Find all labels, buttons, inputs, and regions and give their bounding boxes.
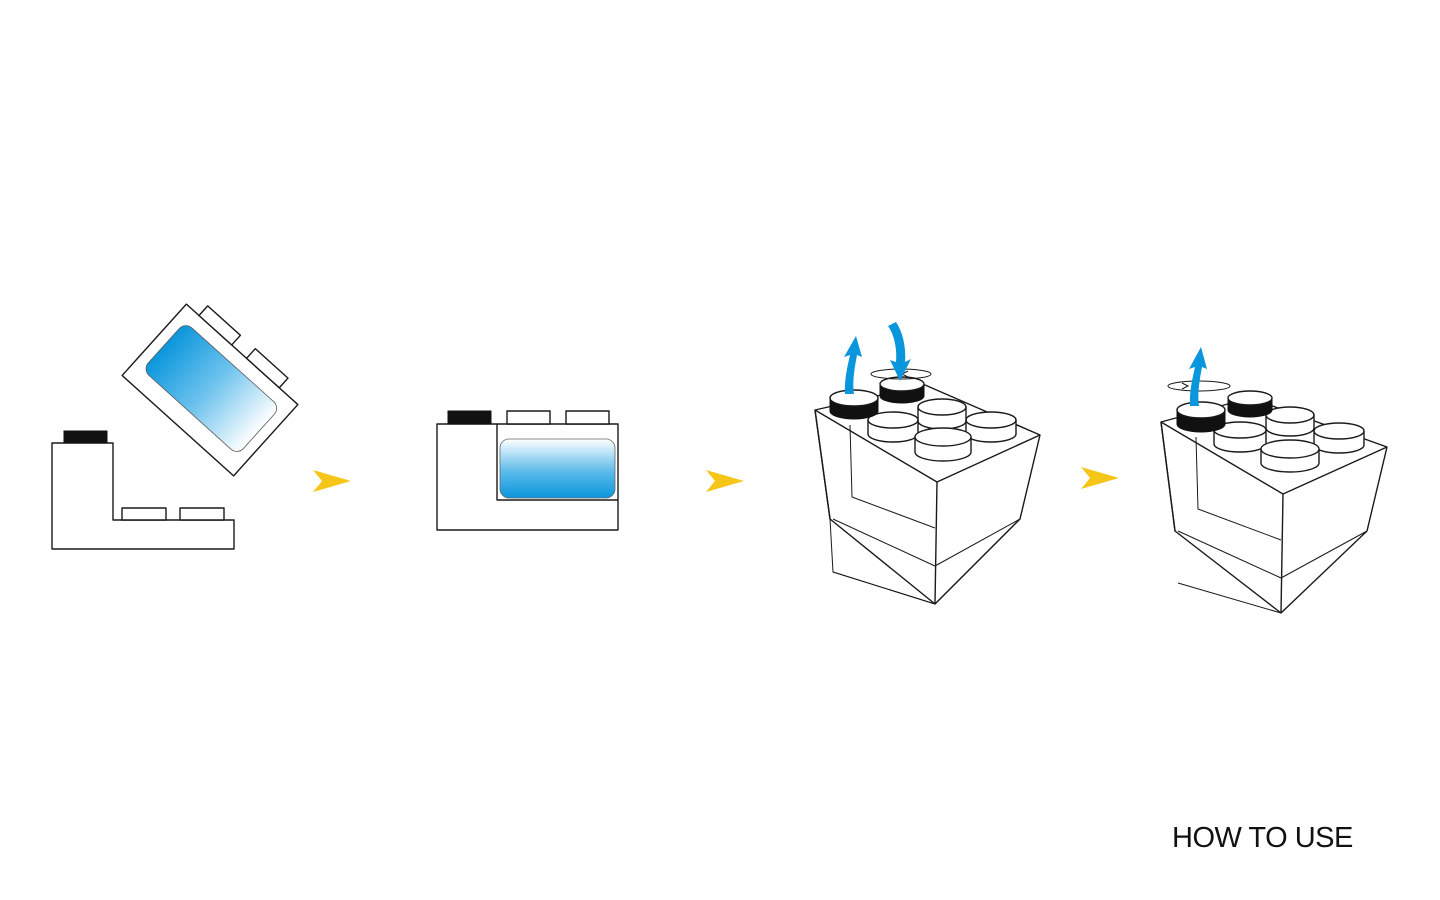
step-1-brick-pour (51, 303, 299, 550)
stud (1313, 422, 1365, 454)
tilted-liquid-brick (121, 303, 299, 477)
l-shaped-brick (51, 430, 235, 550)
next-step-arrow (1081, 467, 1119, 489)
step-2-brick-filled (436, 410, 619, 531)
stud (1265, 406, 1315, 437)
stud (245, 347, 289, 389)
stud (867, 411, 919, 443)
dark-stud (829, 389, 879, 420)
next-step-arrow (313, 470, 351, 492)
dark-stud (63, 430, 108, 444)
stud (914, 427, 972, 462)
stud (565, 410, 610, 425)
stud (506, 410, 551, 425)
stud (917, 398, 967, 430)
stud (198, 305, 242, 346)
step-4-brick-stud-open (1160, 347, 1388, 614)
stud (1213, 421, 1267, 453)
dark-stud (1227, 390, 1273, 418)
lift-arrow-icon (844, 336, 862, 394)
dark-stud (447, 410, 492, 425)
liquid-reservoir (145, 325, 278, 452)
stud (965, 411, 1017, 443)
caption-title: HOW TO USE (1172, 822, 1353, 854)
insert-arrow-icon (888, 322, 911, 381)
lift-arrow-icon (1189, 347, 1207, 406)
dark-stud (879, 376, 925, 404)
stud (179, 507, 225, 521)
step-3-brick-stud-swap (814, 322, 1041, 605)
dark-stud (1176, 401, 1226, 433)
next-step-arrow (706, 470, 744, 492)
liquid-reservoir (499, 438, 616, 499)
stud (121, 507, 167, 521)
stud (1260, 439, 1320, 473)
